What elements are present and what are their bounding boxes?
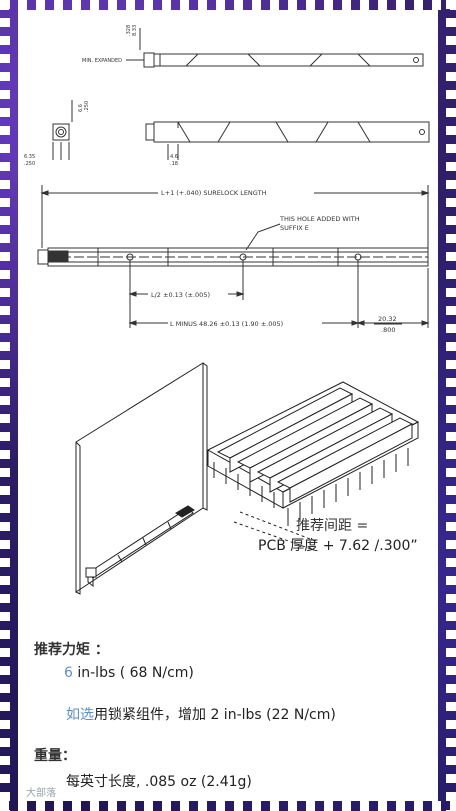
torque-value: 6 in-lbs ( 68 N/cm) (64, 665, 194, 681)
border-ticks-top (0, 0, 456, 10)
top-view-expanded: MIN. EXPANDED .328 8.33 (82, 25, 424, 68)
top-dim-a: .328 (126, 25, 132, 36)
length-label: L+1 (+.040) SURELOCK LENGTH (161, 189, 267, 197)
min-expanded-label: MIN. EXPANDED (82, 58, 122, 64)
side-dim-b: 6.6 (78, 104, 84, 112)
minus-length-dimension: L MINUS 48.26 ±0.13 (1.90 ±.005) 20.32 .… (128, 315, 430, 334)
torque-heading: 推荐力矩 ： (34, 642, 109, 658)
hole-note-line-2: SUFFIX E (280, 224, 309, 232)
document-sheet: MIN. EXPANDED .328 8.33 6.6 .250 6.35 .2… (18, 10, 438, 801)
border-ticks-left (0, 0, 10, 811)
top-dim-b: 8.33 (132, 25, 138, 36)
side-view-collapsed: 4.6 .18 (145, 121, 430, 167)
border-ticks-right (446, 0, 456, 811)
technical-drawing: MIN. EXPANDED .328 8.33 6.6 .250 6.35 .2… (24, 25, 430, 595)
spacing-label: 推荐间距 = (296, 518, 369, 534)
end-dim-b: .800 (381, 326, 395, 334)
main-long-view: THIS HOLE ADDED WITH SUFFIX E (37, 215, 429, 328)
isometric-illustration (75, 362, 420, 595)
optional-prefix: 如选 (66, 707, 94, 723)
end-view: 6.6 .250 6.35 .250 (24, 100, 90, 167)
half-length-dimension: L/2 ±0.13 (±.005) (128, 289, 245, 299)
side-dim-f: .18 (170, 161, 178, 167)
spacing-formula: PCB 厚度 + 7.62 /.300” (258, 538, 418, 554)
border-ticks-bottom (0, 801, 456, 811)
optional-rest: 用锁紧组件，增加 2 in-lbs (22 N/cm) (94, 707, 336, 723)
minus-length-label: L MINUS 48.26 ±0.13 (1.90 ±.005) (170, 320, 283, 328)
hole-note-line-1: THIS HOLE ADDED WITH (279, 215, 360, 223)
end-dim-a: 20.32 (378, 315, 397, 323)
weight-value: 每英寸长度, .085 oz (2.41g) (66, 774, 252, 790)
optional-kit-line: 如选用锁紧组件，增加 2 in-lbs (22 N/cm) (66, 704, 336, 724)
length-dimension: L+1 (+.040) SURELOCK LENGTH (40, 185, 430, 248)
watermark-logo: 大部落 (24, 784, 58, 799)
side-dim-c: 6.35 (24, 154, 35, 160)
side-dim-e: 4.6 (170, 154, 178, 160)
side-dim-a: .250 (84, 101, 90, 112)
weight-heading: 重量： (34, 748, 76, 764)
torque-value-rest: in-lbs ( 68 N/cm) (72, 665, 194, 681)
side-dim-d: .250 (24, 161, 35, 167)
half-length-label: L/2 ±0.13 (±.005) (151, 291, 210, 299)
torque-value-number: 6 (64, 665, 73, 681)
